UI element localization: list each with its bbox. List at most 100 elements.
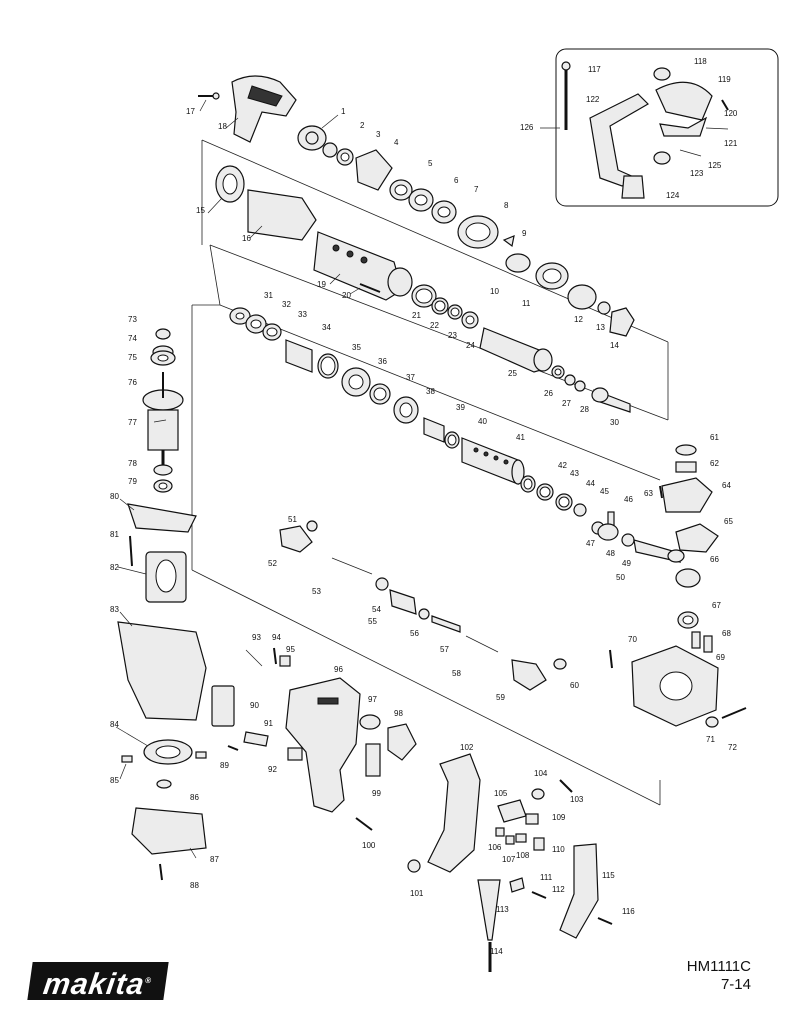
part-108-switch <box>515 833 527 843</box>
callout-64: 64 <box>722 481 731 490</box>
callout-19: 19 <box>317 280 326 289</box>
part-79-ring <box>153 479 173 493</box>
part-21-ring <box>411 284 437 308</box>
part-51-spring <box>306 520 318 532</box>
callout-118: 118 <box>694 57 707 66</box>
callout-61: 61 <box>710 433 719 442</box>
part-78-bearing <box>153 464 173 476</box>
callout-122: 122 <box>586 95 600 104</box>
callout-83: 83 <box>110 605 119 614</box>
callout-24: 24 <box>466 341 475 350</box>
part-107-clip <box>505 835 515 845</box>
part-102-handle-frame <box>427 753 481 873</box>
callout-35: 35 <box>352 343 361 352</box>
callout-102: 102 <box>460 743 474 752</box>
callout-33: 33 <box>298 310 307 319</box>
callout-9: 9 <box>522 229 527 238</box>
part-70-screw <box>609 649 613 669</box>
part-103-screw <box>559 779 573 793</box>
callout-81: 81 <box>110 530 119 539</box>
part-62-seal <box>675 461 697 473</box>
model-code: HM1111C <box>686 958 751 975</box>
part-27-ring <box>564 374 576 386</box>
part-119-band <box>655 81 713 121</box>
callout-26: 26 <box>544 389 553 398</box>
callout-105: 105 <box>494 789 508 798</box>
callout-68: 68 <box>722 629 731 638</box>
part-35-ring <box>317 353 339 379</box>
callout-42: 42 <box>558 461 567 470</box>
callout-65: 65 <box>724 517 733 526</box>
part-101-screw <box>407 859 421 873</box>
callout-3: 3 <box>376 130 381 139</box>
part-48-piston <box>597 523 619 541</box>
part-43-ring <box>536 483 554 501</box>
callout-20: 20 <box>342 291 351 300</box>
part-3-ring <box>336 148 354 166</box>
callout-112: 112 <box>552 885 565 894</box>
part-113-cord-guard <box>477 879 501 941</box>
callout-60: 60 <box>570 681 579 690</box>
part-23-ring <box>447 304 463 320</box>
part-6-ring <box>408 188 434 212</box>
part-118-nut <box>653 67 671 81</box>
part-2-ring <box>322 142 338 158</box>
part-85-brush <box>121 751 207 763</box>
callout-121: 121 <box>724 139 738 148</box>
part-111-clamp <box>509 877 525 893</box>
callout-126: 126 <box>520 123 534 132</box>
upper-assembly-axis <box>201 139 669 343</box>
part-53-spring <box>331 557 373 575</box>
part-105-plate <box>497 799 527 823</box>
part-83-motor-housing <box>117 621 207 721</box>
part-64-cover <box>661 477 713 513</box>
part-30-striker <box>591 387 631 413</box>
callout-95: 95 <box>286 645 295 654</box>
callout-108: 108 <box>516 851 530 860</box>
part-92-switch <box>287 747 303 761</box>
callout-50: 50 <box>616 573 625 582</box>
part-45-ring <box>573 503 587 517</box>
callout-73: 73 <box>128 315 137 324</box>
part-39-sleeve <box>423 417 445 443</box>
part-58-spring <box>465 635 499 653</box>
callout-91: 91 <box>264 719 273 728</box>
registered-mark: ® <box>144 976 153 985</box>
callout-76: 76 <box>128 378 137 387</box>
part-20-pin <box>359 283 381 293</box>
callout-75: 75 <box>128 353 137 362</box>
brand-logo: makita® <box>27 962 169 1001</box>
callout-22: 22 <box>430 321 439 330</box>
part-124-knob <box>621 175 645 199</box>
part-42-ring <box>520 475 536 493</box>
part-71-nut <box>705 716 719 728</box>
callout-59: 59 <box>496 693 505 702</box>
callout-48: 48 <box>606 549 615 558</box>
part-123-nut <box>653 151 671 165</box>
callout-2: 2 <box>360 121 365 130</box>
part-49-ring <box>621 533 635 547</box>
callout-13: 13 <box>596 323 605 332</box>
callout-27: 27 <box>562 399 571 408</box>
part-16-barrel <box>247 189 317 241</box>
callout-52: 52 <box>268 559 277 568</box>
callout-80: 80 <box>110 492 119 501</box>
callout-38: 38 <box>426 387 435 396</box>
part-116-screw <box>597 917 613 925</box>
callout-84: 84 <box>110 720 119 729</box>
part-5-ring <box>389 179 413 201</box>
callout-49: 49 <box>622 559 631 568</box>
callout-66: 66 <box>710 555 719 564</box>
callout-110: 110 <box>552 845 565 854</box>
part-110-terminal <box>533 837 545 851</box>
callout-89: 89 <box>220 761 229 770</box>
part-26-ring <box>551 365 565 379</box>
callout-56: 56 <box>410 629 419 638</box>
callout-10: 10 <box>490 287 499 296</box>
part-65-gasket <box>675 523 719 553</box>
part-34-sleeve <box>285 339 313 373</box>
callout-123: 123 <box>690 169 704 178</box>
callout-85: 85 <box>110 776 119 785</box>
part-82-field <box>145 551 187 603</box>
part-72-pin <box>721 707 747 719</box>
